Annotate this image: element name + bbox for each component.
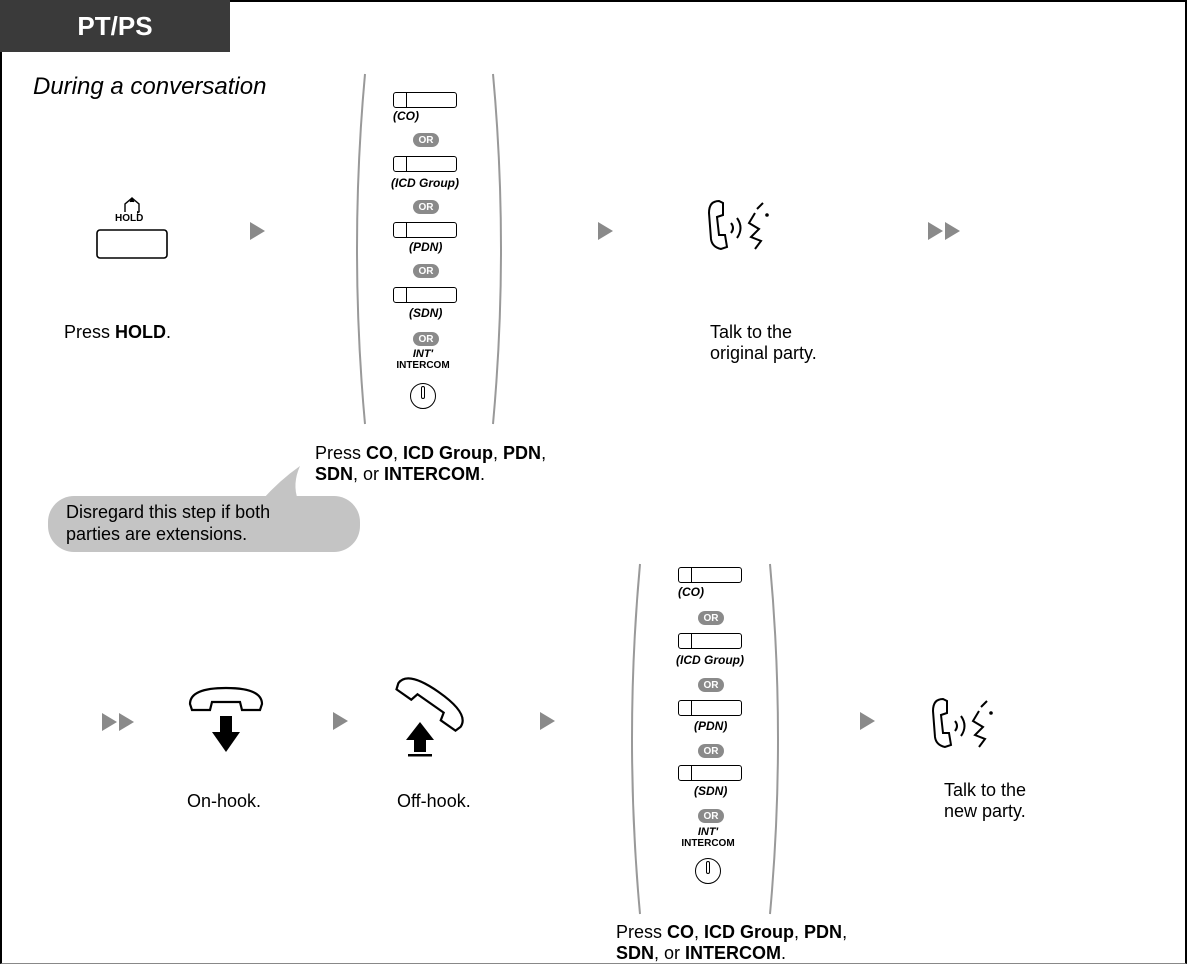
or-badge: OR [413,133,439,147]
or-badge: OR [698,678,724,692]
or-badge: OR [413,264,439,278]
caption-text: Press [315,443,367,463]
off-hook-icon [376,674,476,762]
or-badge: OR [698,744,724,758]
key-label: (SDN) [409,306,443,320]
double-arrow-icon [102,713,136,731]
arrow-icon [333,712,348,730]
caption-text: Press [616,922,668,942]
caption-key: PDN [804,922,843,942]
on-hook-caption: On-hook. [187,791,262,811]
intercom-text: INTERCOM [396,360,450,371]
or-badge: OR [413,332,439,346]
caption-text: , [794,922,805,942]
or-badge: OR [698,611,724,625]
caption-text: , or [353,464,385,484]
key-choice-group: (CO) OR (ICD Group) OR (PDN) OR (SDN) OR… [630,562,780,917]
or-badge: OR [413,200,439,214]
caption-key: ICD Group [403,443,494,463]
intercom-label: INT'INTERCOM [395,348,451,372]
note-bubble [48,496,360,552]
caption-key: ICD Group [704,922,795,942]
off-hook-caption: Off-hook. [397,791,471,811]
press-keys-caption: Press CO, ICD Group, PDN, SDN, or INTERCO… [315,443,546,485]
or-badge: OR [698,809,724,823]
icd-group-key-icon [678,633,742,649]
caption-line: new party. [944,801,1026,821]
caption-text: , [541,443,547,463]
co-key-icon [678,567,742,583]
key-label: (ICD Group) [676,653,744,667]
pdn-key-icon [393,222,457,238]
key-label: (ICD Group) [391,176,459,190]
caption-line: Talk to the [944,780,1027,800]
caption-text: . [781,943,787,963]
caption-key: SDN [616,943,655,963]
talk-icon [929,693,1001,753]
sdn-key-icon [678,765,742,781]
arrow-icon [860,712,875,730]
on-hook-icon [184,682,268,758]
caption-text: , [493,443,504,463]
double-arrow-icon [928,222,962,240]
arrow-icon [250,222,265,240]
hold-key-icon: HOLD [95,190,169,260]
caption-line: original party. [710,343,817,363]
icd-group-key-icon [393,156,457,172]
caption-line: Talk to the [710,322,793,342]
key-label: (CO) [393,109,419,123]
caption-text: , [842,922,848,942]
note-line: Disregard this step if both [66,502,271,522]
caption-key: CO [667,922,695,942]
intercom-text: INTERCOM [681,838,735,849]
caption-text: , or [654,943,686,963]
sdn-key-icon [393,287,457,303]
int-label: INT' [412,348,434,360]
key-label: (PDN) [409,240,443,254]
int-label: INT' [697,826,719,838]
intercom-label: INT'INTERCOM [680,826,736,850]
caption-key: SDN [315,464,354,484]
key-label: (SDN) [694,784,728,798]
note-line: parties are extensions. [66,524,248,544]
header-tab: PT/PS [0,0,230,52]
hold-key-label: HOLD [115,213,144,224]
talk-icon [705,195,777,255]
arrow-icon [598,222,613,240]
key-label: (CO) [678,585,704,599]
pdn-key-icon [678,700,742,716]
caption-text: , [393,443,404,463]
co-key-icon [393,92,457,108]
caption-text: , [694,922,705,942]
caption-key: HOLD [115,322,167,342]
arrow-icon [540,712,555,730]
press-keys-caption: Press CO, ICD Group, PDN, SDN, or INTERCO… [616,922,847,964]
caption-key: INTERCOM [384,464,481,484]
intercom-knob-icon [410,383,436,409]
context-label: During a conversation [33,73,267,100]
caption-text: . [480,464,486,484]
caption-text: Press [64,322,116,342]
key-choice-group: (CO) OR (ICD Group) OR (PDN) OR (SDN) OR… [355,72,505,427]
caption-text: . [166,322,172,342]
intercom-knob-icon [695,858,721,884]
key-label: (PDN) [694,719,728,733]
caption-key: CO [366,443,394,463]
press-hold-caption: Press HOLD. [64,322,171,343]
caption-key: INTERCOM [685,943,782,963]
caption-key: PDN [503,443,542,463]
